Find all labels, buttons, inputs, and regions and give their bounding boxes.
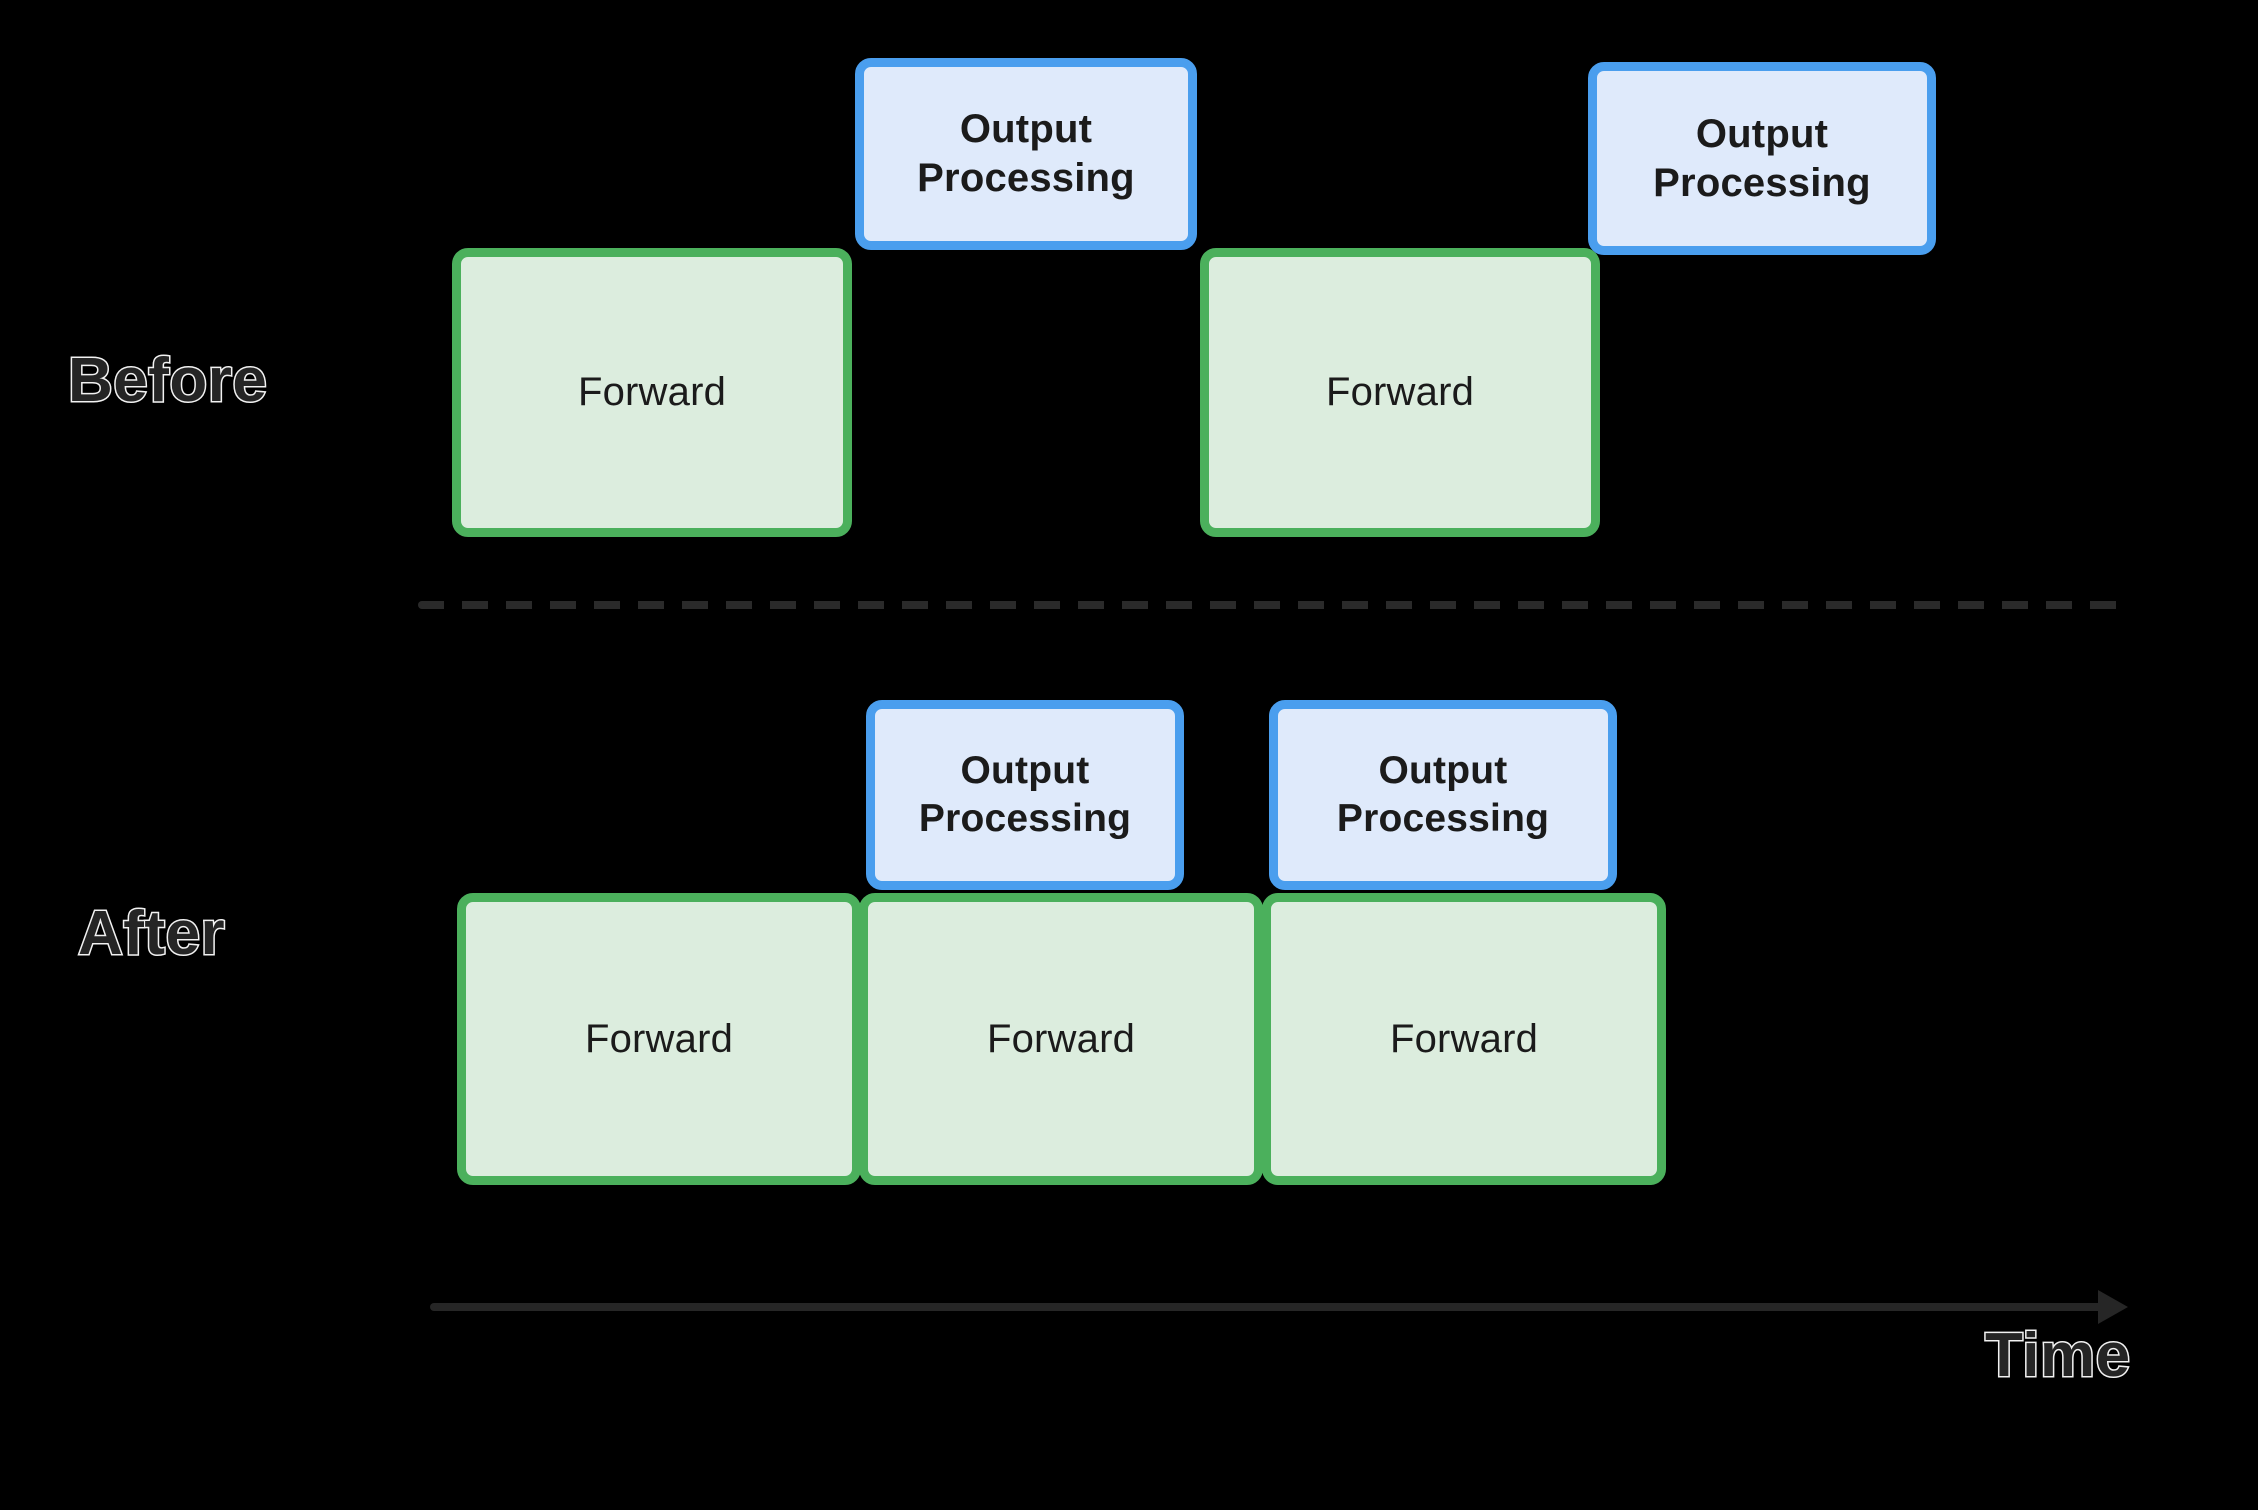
section-divider: [418, 601, 2128, 609]
before-forward-block-2-label: Forward: [1325, 370, 1475, 415]
after-forward-block-3[interactable]: Forward: [1262, 893, 1666, 1185]
before-forward-block-1-label: Forward: [577, 370, 727, 415]
row-label-before: Before: [66, 345, 268, 417]
after-forward-block-3-label: Forward: [1389, 1016, 1539, 1061]
time-axis-arrow-icon: [2098, 1290, 2128, 1324]
after-forward-block-2-label: Forward: [986, 1016, 1136, 1061]
before-output-block-2-label: Output Processing: [1653, 111, 1871, 205]
time-axis-label: Time: [1984, 1320, 2132, 1392]
after-output-block-2[interactable]: Output Processing: [1269, 700, 1617, 890]
before-output-block-1[interactable]: Output Processing: [855, 58, 1197, 250]
after-output-block-1[interactable]: Output Processing: [866, 700, 1184, 890]
after-forward-block-2[interactable]: Forward: [859, 893, 1263, 1185]
before-forward-block-2[interactable]: Forward: [1200, 248, 1600, 537]
before-output-block-1-label: Output Processing: [917, 107, 1135, 200]
before-forward-block-1[interactable]: Forward: [452, 248, 852, 537]
time-axis-line: [430, 1303, 2102, 1311]
after-forward-block-1-label: Forward: [584, 1016, 734, 1061]
after-forward-block-1[interactable]: Forward: [457, 893, 861, 1185]
after-output-block-1-label: Output Processing: [918, 749, 1132, 840]
row-label-after: After: [76, 898, 226, 970]
after-output-block-2-label: Output Processing: [1336, 749, 1550, 840]
before-output-block-2[interactable]: Output Processing: [1588, 62, 1936, 255]
